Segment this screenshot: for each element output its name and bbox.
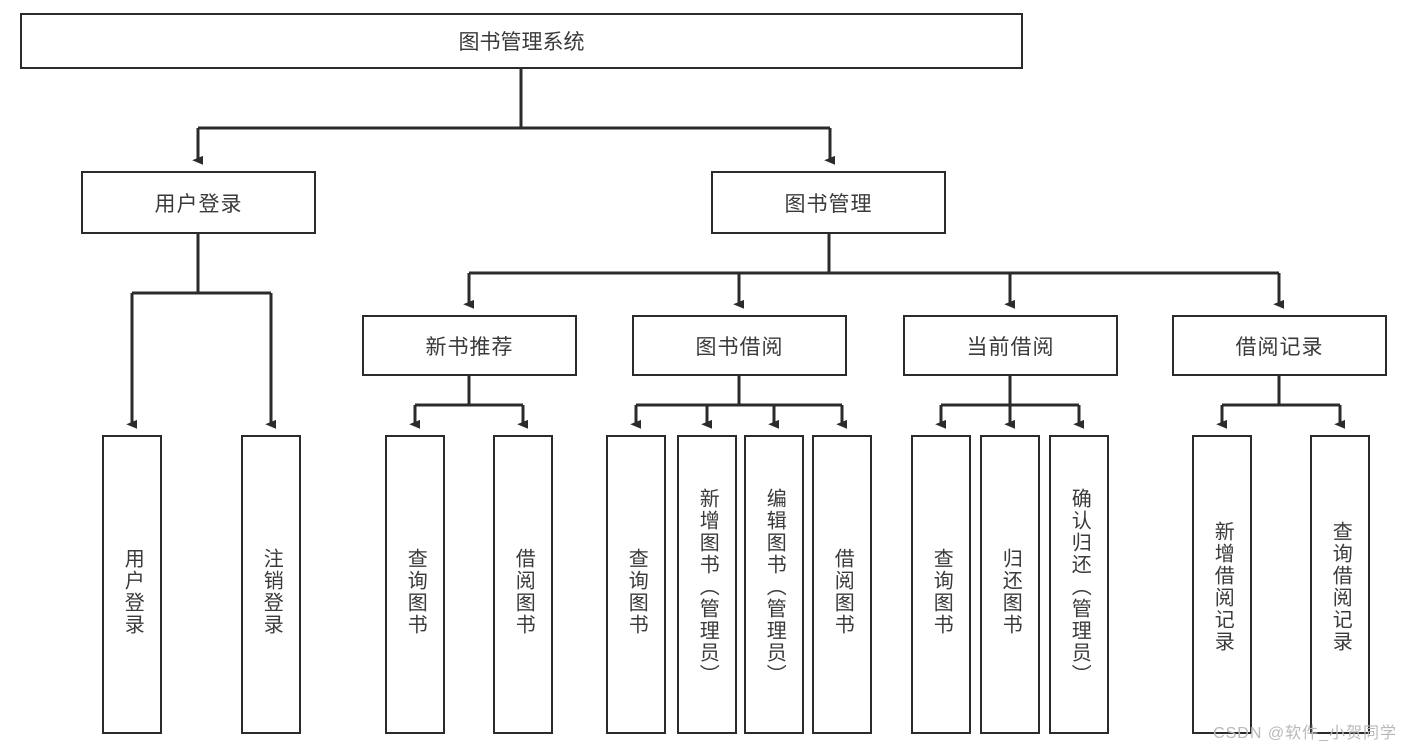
leaf-user-login-logout[interactable]: 注销登录 xyxy=(241,435,301,734)
leaf-borrow-edit-book-admin[interactable]: 编辑图书（管理员） xyxy=(744,435,804,734)
watermark: CSDN @软件_小贺同学 xyxy=(1213,725,1397,742)
leaf-label: 查询图书 xyxy=(625,547,648,636)
node-root-book-management-system[interactable]: 图书管理系统 xyxy=(20,13,1023,69)
leaf-label: 借阅图书 xyxy=(512,547,535,636)
leaf-recommend-query-book[interactable]: 查询图书 xyxy=(385,435,445,734)
node-label: 新书推荐 xyxy=(425,335,514,359)
leaf-current-return-book[interactable]: 归还图书 xyxy=(980,435,1040,734)
node-user-login[interactable]: 用户登录 xyxy=(81,171,316,234)
node-new-book-recommend[interactable]: 新书推荐 xyxy=(362,315,577,376)
leaf-borrow-borrow-book[interactable]: 借阅图书 xyxy=(812,435,872,734)
node-label: 图书管理 xyxy=(784,192,873,216)
leaf-recommend-borrow-book[interactable]: 借阅图书 xyxy=(493,435,553,734)
node-label: 用户登录 xyxy=(154,192,243,216)
node-label: 当前借阅 xyxy=(966,335,1055,359)
node-current-borrow[interactable]: 当前借阅 xyxy=(903,315,1118,376)
node-book-management[interactable]: 图书管理 xyxy=(711,171,946,234)
node-label: 图书借阅 xyxy=(695,335,784,359)
leaf-label: 查询借阅记录 xyxy=(1329,520,1352,653)
leaf-records-query-record[interactable]: 查询借阅记录 xyxy=(1310,435,1370,734)
leaf-current-query-book[interactable]: 查询图书 xyxy=(911,435,971,734)
leaf-label: 查询图书 xyxy=(404,547,427,636)
leaf-label: 新增图书（管理员） xyxy=(696,487,719,686)
node-label: 图书管理系统 xyxy=(458,31,585,54)
leaf-label: 借阅图书 xyxy=(831,547,854,636)
leaf-current-confirm-return-admin[interactable]: 确认归还（管理员） xyxy=(1049,435,1109,734)
leaf-borrow-query-book[interactable]: 查询图书 xyxy=(606,435,666,734)
leaf-borrow-add-book-admin[interactable]: 新增图书（管理员） xyxy=(677,435,737,734)
leaf-label: 归还图书 xyxy=(999,547,1022,636)
node-label: 借阅记录 xyxy=(1235,335,1324,359)
leaf-label: 用户登录 xyxy=(121,547,144,636)
leaf-label: 确认归还（管理员） xyxy=(1068,487,1091,686)
leaf-label: 新增借阅记录 xyxy=(1211,520,1234,653)
node-book-borrow[interactable]: 图书借阅 xyxy=(632,315,847,376)
leaf-label: 编辑图书（管理员） xyxy=(763,487,786,686)
leaf-label: 注销登录 xyxy=(260,547,283,636)
leaf-label: 查询图书 xyxy=(930,547,953,636)
leaf-records-add-record[interactable]: 新增借阅记录 xyxy=(1192,435,1252,734)
node-borrow-records[interactable]: 借阅记录 xyxy=(1172,315,1387,376)
leaf-user-login-login[interactable]: 用户登录 xyxy=(102,435,162,734)
